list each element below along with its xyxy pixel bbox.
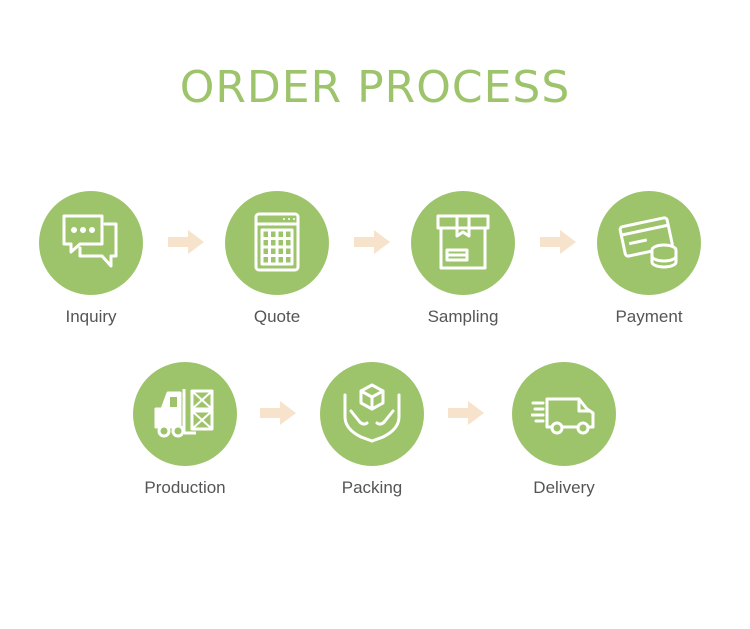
step-circle [512, 362, 616, 466]
step-quote: Quote [202, 191, 352, 351]
step-delivery: Delivery [489, 362, 639, 522]
calculator-icon [254, 212, 300, 272]
step-circle [411, 191, 515, 295]
step-circle [225, 191, 329, 295]
forklift-icon [154, 389, 214, 438]
step-label: Sampling [427, 307, 499, 326]
step-label: Production [144, 478, 226, 497]
step-label: Payment [615, 307, 683, 326]
delivery-truck-icon [531, 397, 595, 435]
step-label: Quote [253, 307, 301, 326]
step-circle [39, 191, 143, 295]
box-icon [436, 214, 490, 270]
step-production: Production [110, 362, 260, 522]
step-circle [597, 191, 701, 295]
chat-bubbles-icon [62, 214, 118, 268]
page-title: ORDER PROCESS [179, 62, 571, 113]
arrow-right-icon [260, 401, 296, 425]
step-inquiry: Inquiry [16, 191, 166, 351]
arrow-right-icon [448, 401, 484, 425]
step-circle [133, 362, 237, 466]
step-sampling: Sampling [388, 191, 538, 351]
step-circle [320, 362, 424, 466]
arrow-right-icon [168, 230, 204, 254]
step-label: Delivery [533, 478, 595, 497]
arrow-right-icon [354, 230, 390, 254]
step-payment: Payment [574, 191, 724, 351]
step-packing: Packing [297, 362, 447, 522]
step-label: Inquiry [65, 307, 117, 326]
step-label: Packing [341, 478, 403, 497]
hands-box-icon [343, 383, 401, 443]
credit-card-coins-icon [618, 216, 678, 269]
arrow-right-icon [540, 230, 576, 254]
